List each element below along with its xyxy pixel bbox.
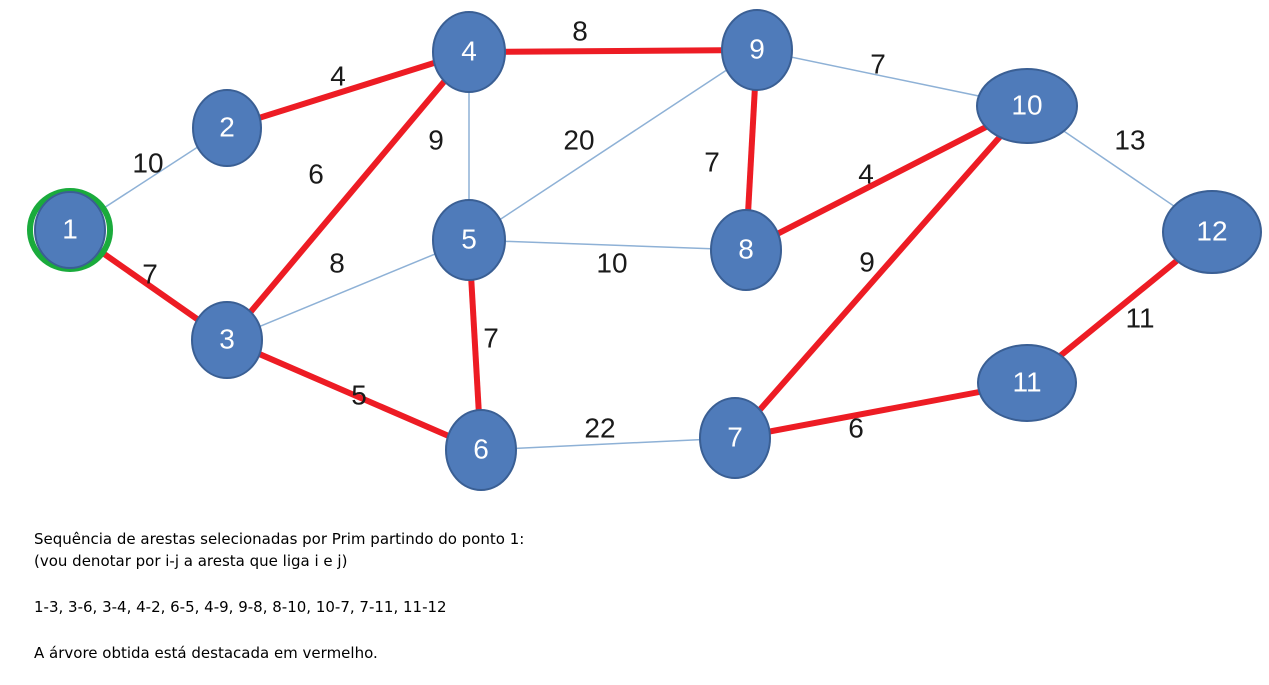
- node-circle-4: [432, 11, 506, 93]
- weight-label-6-7: 22: [584, 412, 615, 443]
- node-circle-11: [977, 344, 1077, 422]
- weight-label-1-2: 10: [132, 147, 163, 178]
- weight-label-3-4: 6: [308, 158, 324, 189]
- node-label-6: 6: [473, 433, 489, 464]
- node-label-12: 12: [1196, 215, 1227, 246]
- weight-label-10-12: 13: [1114, 124, 1145, 155]
- weight-label-9-10: 7: [870, 48, 886, 79]
- node-circle-10: [976, 68, 1078, 144]
- weight-label-8-10: 4: [858, 158, 874, 189]
- edge-3-5: [226, 239, 470, 341]
- node-label-11: 11: [1012, 366, 1041, 397]
- conclusion-text: A árvore obtida está destacada em vermel…: [34, 644, 378, 662]
- description-line-2: (vou denotar por i-j a aresta que liga i…: [34, 552, 348, 570]
- node-7: 7: [699, 397, 771, 479]
- weight-label-11-12: 11: [1125, 302, 1154, 333]
- weight-label-5-8: 10: [596, 247, 627, 278]
- node-4: 4: [432, 11, 506, 93]
- node-12: 12: [1162, 190, 1262, 274]
- weight-label-4-5: 9: [428, 124, 444, 155]
- node-10: 10: [976, 68, 1078, 144]
- edge-2-4-tree: [226, 49, 470, 131]
- edge-3-4-tree: [224, 50, 472, 342]
- node-label-10: 10: [1011, 89, 1042, 120]
- node-circle-5: [432, 199, 506, 281]
- node-label-5: 5: [461, 223, 477, 254]
- node-8: 8: [710, 209, 782, 291]
- node-9: 9: [721, 9, 793, 91]
- node-label-9: 9: [749, 33, 765, 64]
- node-label-4: 4: [461, 35, 477, 66]
- edge-5-8: [468, 239, 747, 251]
- node-label-3: 3: [219, 323, 235, 354]
- node-circle-12: [1162, 190, 1262, 274]
- edge-3-6-tree: [225, 337, 483, 453]
- node-6: 6: [445, 409, 517, 491]
- node-2: 2: [192, 89, 262, 167]
- edge-6-7: [480, 437, 736, 451]
- edge-4-9-tree: [468, 47, 758, 55]
- weight-label-7-11: 6: [848, 412, 864, 443]
- node-circle-6: [445, 409, 517, 491]
- node-circle-8: [710, 209, 782, 291]
- node-11: 11: [977, 344, 1077, 422]
- node-label-2: 2: [219, 111, 235, 142]
- edge-sequence: 1-3, 3-6, 3-4, 4-2, 6-5, 4-9, 9-8, 8-10,…: [34, 598, 447, 616]
- edge-10-7-tree: [732, 104, 1030, 440]
- edge-8-10-tree: [744, 103, 1029, 253]
- node-label-1: 1: [62, 213, 78, 244]
- node-circle-7: [699, 397, 771, 479]
- node-3: 3: [191, 301, 263, 379]
- weight-label-3-5: 8: [329, 247, 345, 278]
- weight-label-5-9: 20: [563, 124, 594, 155]
- node-label-8: 8: [738, 233, 754, 264]
- node-circle-9: [721, 9, 793, 91]
- weight-label-2-4: 4: [330, 60, 346, 91]
- description-line-1: Sequência de arestas selecionadas por Pr…: [34, 530, 525, 548]
- edge-5-9: [468, 49, 758, 241]
- description-text: Sequência de arestas selecionadas por Pr…: [34, 528, 934, 664]
- weights-layer: 10 7 4 6 8 5 9 8 20 10 7 7 7 4 13 9 22 6 11: [132, 15, 1154, 443]
- weight-label-10-7: 9: [859, 246, 875, 277]
- weight-label-3-6: 5: [351, 379, 367, 410]
- weight-label-1-3: 7: [142, 258, 158, 289]
- node-5: 5: [432, 199, 506, 281]
- node-circle-3: [191, 301, 263, 379]
- weight-label-4-9: 8: [572, 15, 588, 46]
- node-circle-1: [34, 191, 106, 269]
- weight-label-9-8: 7: [704, 146, 720, 177]
- node-label-7: 7: [727, 421, 743, 452]
- node-circle-2: [192, 89, 262, 167]
- weight-label-5-6: 7: [483, 322, 499, 353]
- node-1: 1: [27, 188, 113, 272]
